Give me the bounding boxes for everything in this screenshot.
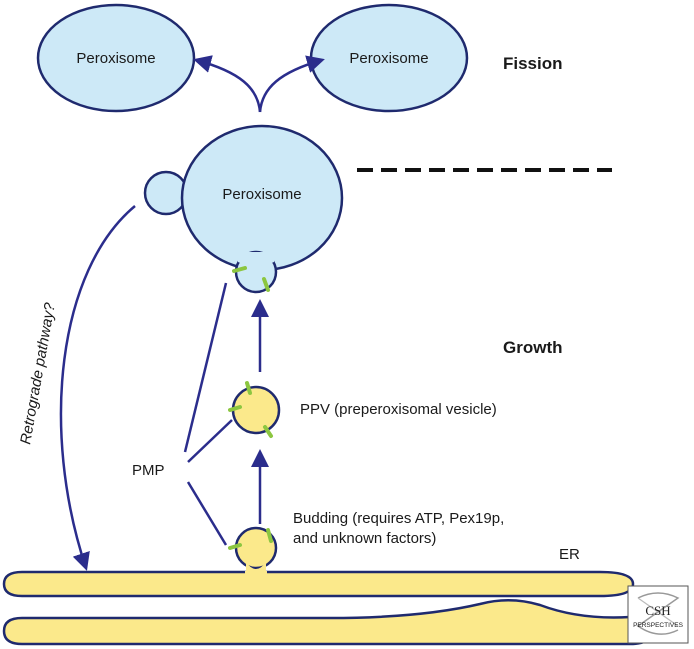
parent-peroxisome: Peroxisome — [143, 124, 344, 294]
right-daughter-peroxisome: Peroxisome — [309, 3, 469, 113]
er-membrane — [2, 570, 654, 646]
retrograde-label: Retrograde pathway? — [17, 301, 59, 446]
budding-vesicle — [228, 526, 278, 575]
budding-label-line1: Budding (requires ATP, Pex19p, — [293, 510, 504, 527]
growth-stage-label: Growth — [503, 338, 563, 357]
logo-subtitle: PERSPECTIVES — [633, 622, 684, 629]
er-upper-sheet — [2, 570, 635, 598]
csh-perspectives-logo: CSH PERSPECTIVES — [627, 585, 689, 644]
logo-title: CSH — [645, 603, 670, 618]
right-daughter-label: Peroxisome — [349, 50, 428, 67]
er-lower-sheet — [2, 599, 654, 646]
pmp-marker — [266, 528, 273, 543]
fission-stage-label: Fission — [503, 54, 563, 73]
pmp-pointer-lines — [183, 282, 233, 546]
er-label: ER — [559, 546, 580, 563]
retrograde-arrow — [59, 205, 136, 571]
budding-label-line2: and unknown factors) — [293, 530, 436, 547]
pmp-marker — [245, 381, 252, 395]
fission-arrow-right — [258, 55, 325, 113]
left-daughter-peroxisome: Peroxisome — [36, 3, 196, 113]
pmp-marker — [228, 405, 242, 412]
pmp-label: PMP — [132, 462, 165, 479]
fission-arrows — [193, 55, 325, 113]
fission-arrow-left — [193, 55, 262, 113]
ppv-label: PPV (preperoxisomal vesicle) — [300, 401, 497, 418]
retrograde-bud — [143, 170, 189, 216]
pmp-marker — [263, 425, 273, 438]
pmp-marker — [228, 543, 242, 550]
pmp-marker — [232, 266, 247, 273]
pmp-marker — [262, 277, 270, 292]
parent-peroxisome-label: Peroxisome — [222, 186, 301, 203]
left-daughter-label: Peroxisome — [76, 50, 155, 67]
ppv-vesicle — [228, 381, 281, 438]
